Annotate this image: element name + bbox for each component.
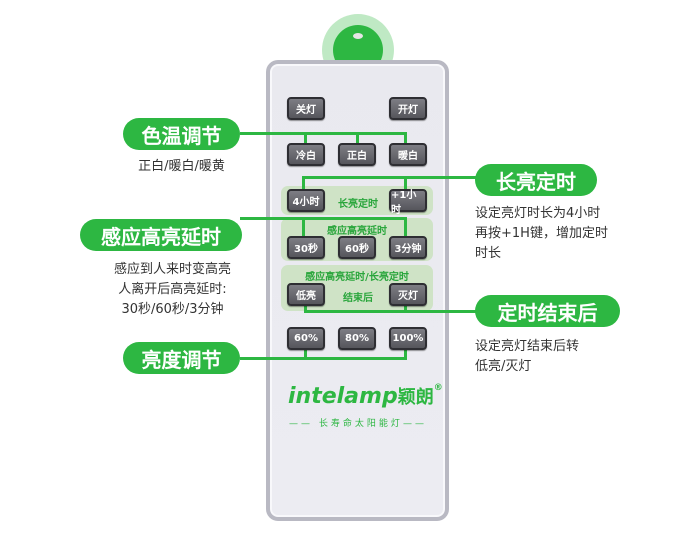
connector-line — [404, 217, 407, 236]
desc-line: 正白/暖白/暖黄 — [138, 159, 225, 174]
color-temp-desc: 正白/暖白/暖黄 — [123, 157, 240, 177]
brightness-100-button[interactable]: 100% — [389, 327, 427, 350]
connector-line — [240, 357, 407, 360]
connector-line — [302, 217, 305, 236]
brand-logo: intelamp颖朗® — [288, 383, 443, 409]
low-brightness-button[interactable]: 低亮 — [287, 283, 325, 306]
tagline-text: 长寿命太阳能灯 — [318, 419, 403, 429]
brightness-label: 亮度调节 — [123, 342, 240, 374]
off-button[interactable]: 关灯 — [287, 97, 325, 120]
connector-line — [404, 132, 407, 143]
connector-line — [404, 349, 407, 359]
brightness-80-button[interactable]: 80% — [338, 327, 376, 350]
desc-line: 设定亮灯结束后转 — [475, 339, 580, 354]
on-button[interactable]: 开灯 — [389, 97, 427, 120]
cold-white-button[interactable]: 冷白 — [287, 143, 325, 166]
connector-line — [240, 132, 407, 135]
3min-button[interactable]: 3分钟 — [389, 236, 427, 259]
connector-line — [304, 304, 307, 312]
neutral-white-button[interactable]: 正白 — [338, 143, 376, 166]
connector-line — [302, 176, 305, 190]
30s-button[interactable]: 30秒 — [287, 236, 325, 259]
60s-button[interactable]: 60秒 — [338, 236, 376, 259]
connector-line — [356, 132, 359, 143]
logo-cn: 颖朗 — [397, 387, 434, 408]
desc-line: 感应到人来时变高亮 — [113, 262, 231, 277]
logo-tagline: —— 长寿命太阳能灯—— — [289, 419, 427, 429]
delay-desc: 感应到人来时变高亮 人离开后高亮延时: 30秒/60秒/3分钟 — [90, 260, 255, 320]
after-panel-label: 感应高亮延时/长亮定时 — [305, 272, 409, 283]
timer-panel-label: 长亮定时 — [338, 199, 378, 210]
after-desc: 设定亮灯结束后转 低亮/灭灯 — [475, 337, 579, 377]
connector-line — [404, 176, 407, 190]
timer-label: 长亮定时 — [475, 164, 597, 196]
connector-line — [302, 176, 477, 179]
logo-text: intelamp — [288, 384, 398, 409]
desc-line: 设定亮灯时长为4小时 — [475, 206, 601, 221]
desc-line: 时长 — [475, 246, 502, 261]
brightness-60-button[interactable]: 60% — [287, 327, 325, 350]
desc-line: 再按+1H键，增加定时 — [475, 226, 608, 241]
warm-white-button[interactable]: 暖白 — [389, 143, 427, 166]
desc-line: 人离开后高亮延时: — [118, 282, 227, 297]
desc-line: 30秒/60秒/3分钟 — [121, 302, 224, 317]
registered-mark: ® — [433, 383, 443, 393]
connector-line — [240, 217, 407, 220]
delay-label: 感应高亮延时 — [80, 219, 242, 251]
after-panel-sublabel: 结束后 — [343, 293, 373, 304]
color-temp-label: 色温调节 — [123, 118, 240, 150]
timer-desc: 设定亮灯时长为4小时 再按+1H键，增加定时 时长 — [475, 204, 608, 264]
connector-line — [304, 349, 307, 359]
plus-1h-button[interactable]: +1小时 — [389, 189, 427, 216]
delay-panel-label: 感应高亮延时 — [327, 226, 387, 237]
connector-line — [304, 310, 477, 313]
connector-line — [304, 132, 307, 143]
after-label: 定时结束后 — [475, 295, 620, 327]
lights-off-button[interactable]: 灭灯 — [389, 283, 427, 306]
connector-line — [404, 304, 407, 312]
desc-line: 低亮/灭灯 — [475, 359, 532, 374]
4h-button[interactable]: 4小时 — [287, 189, 325, 212]
